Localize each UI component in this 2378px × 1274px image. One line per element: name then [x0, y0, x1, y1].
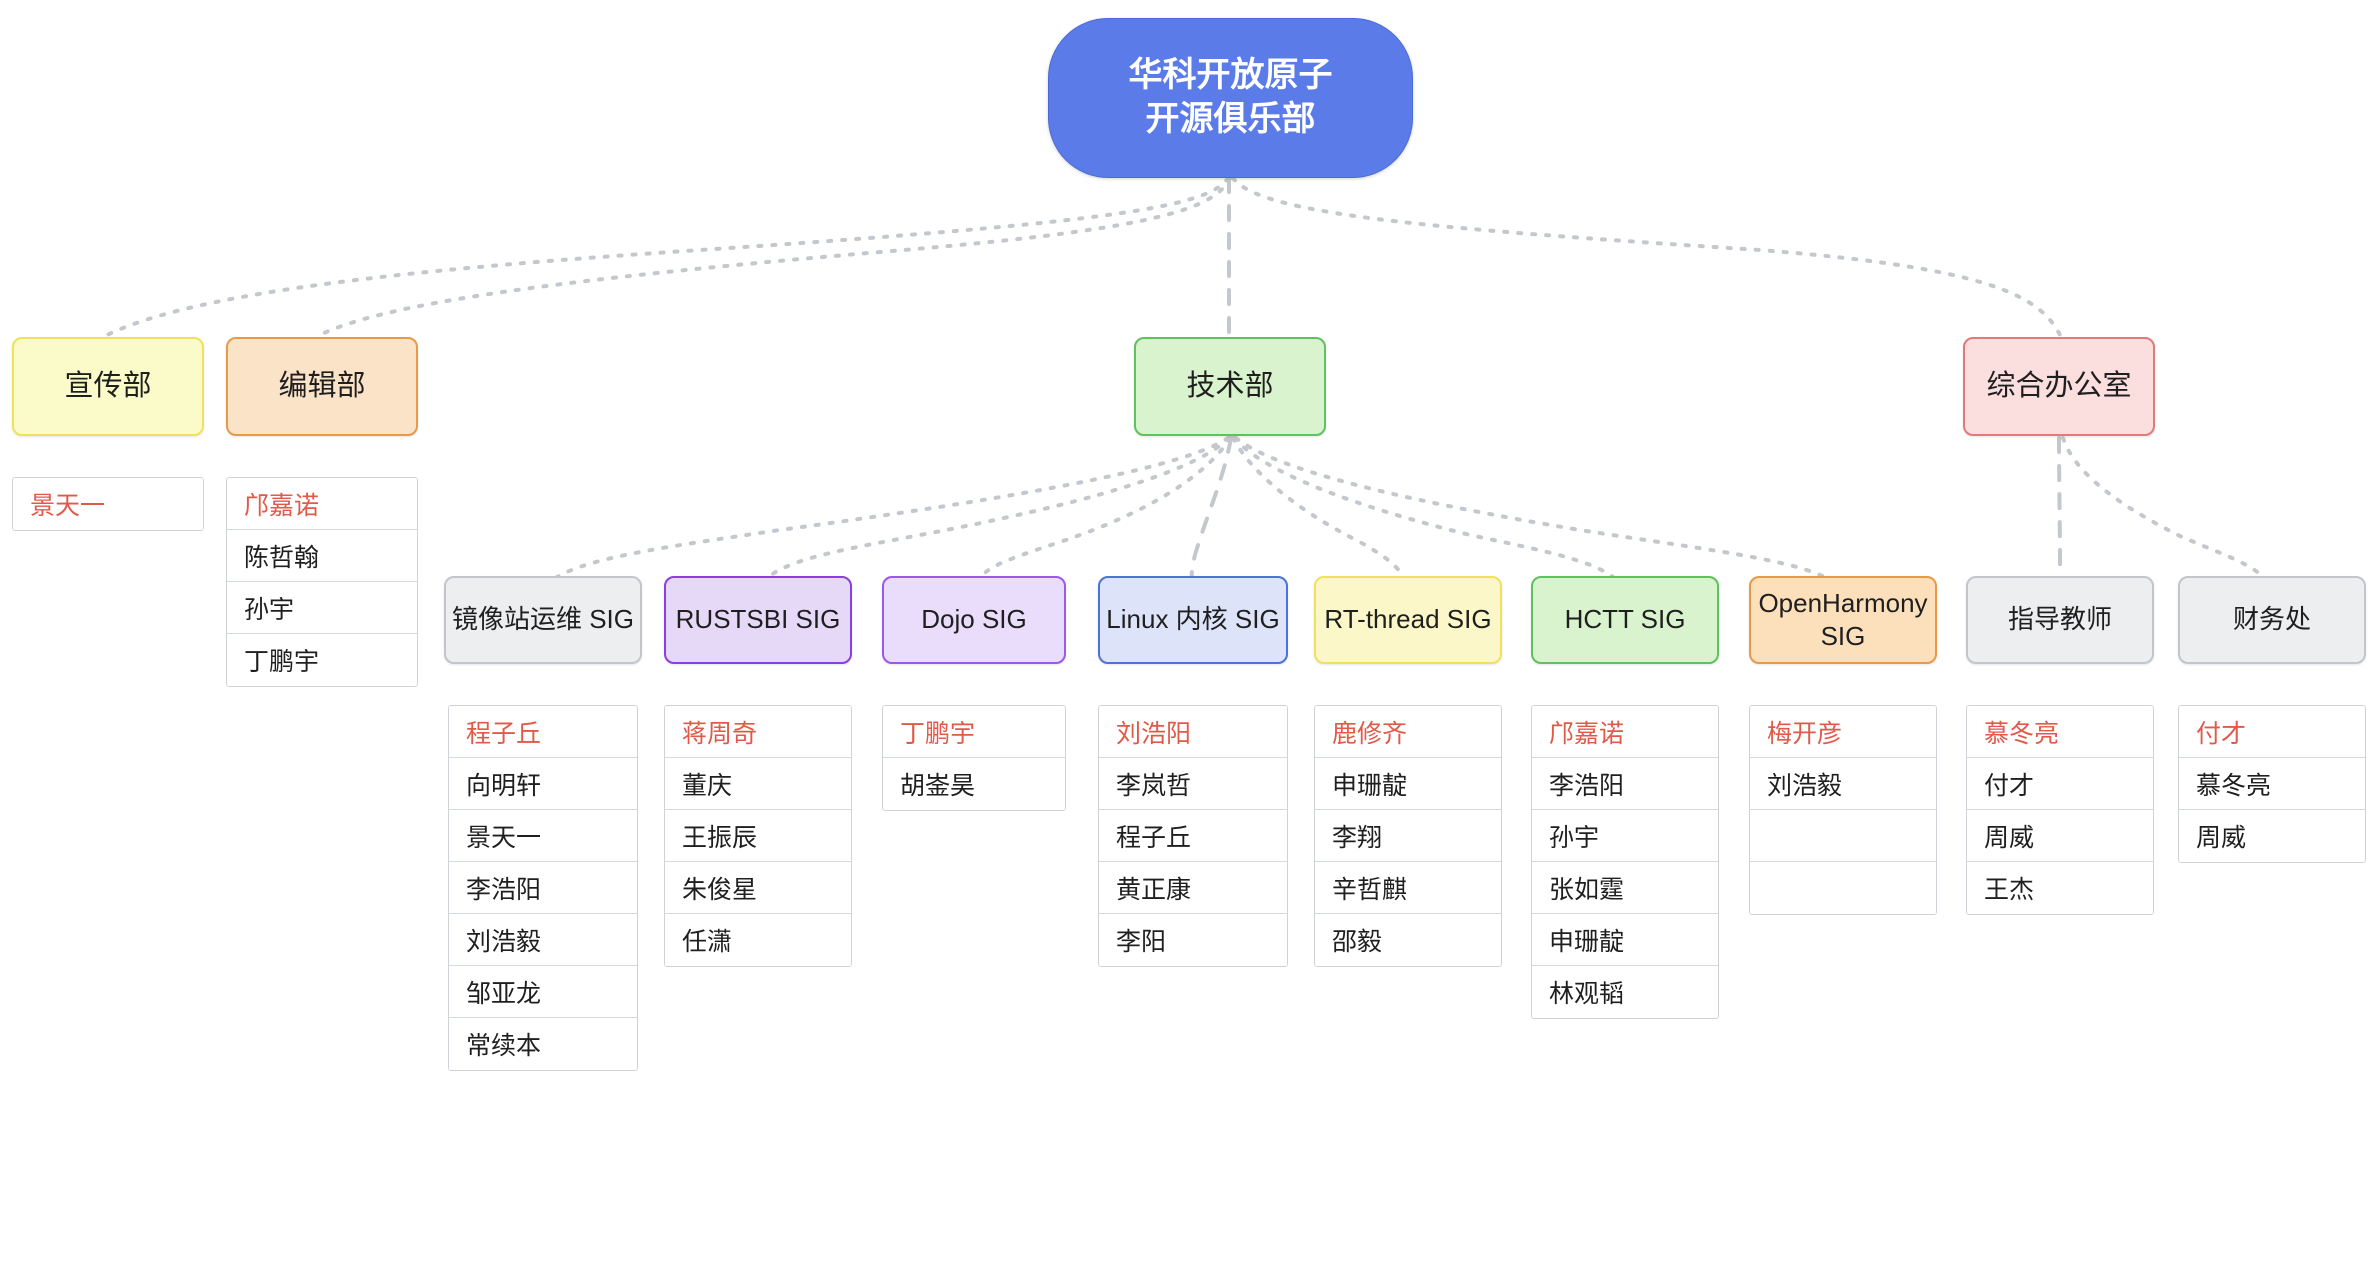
- node-department-bianji[interactable]: 编辑部: [226, 337, 418, 436]
- member-table-bianji: 邝嘉诺陈哲翰孙宇丁鹏宇: [226, 477, 418, 687]
- member-table-jingxiangzhan: 程子丘向明轩景天一李浩阳刘浩毅邹亚龙常续本: [448, 705, 638, 1071]
- node-label: 财务处: [2232, 604, 2311, 635]
- node-group-hctt[interactable]: HCTT SIG: [1531, 576, 1719, 664]
- member-row: 王杰: [1967, 862, 2153, 914]
- member-row: 申珊靛: [1532, 914, 1718, 966]
- node-root[interactable]: 华科开放原子 开源俱乐部: [1048, 18, 1413, 178]
- node-group-linux[interactable]: Linux 内核 SIG: [1098, 576, 1288, 664]
- member-row: 周威: [1967, 810, 2153, 862]
- member-row: [1750, 810, 1936, 862]
- member-row-lead: 蒋周奇: [665, 706, 851, 758]
- node-label: 镜像站运维 SIG: [451, 604, 634, 635]
- member-table-dojo: 丁鹏宇胡崟昊: [882, 705, 1066, 811]
- node-root-label-line1: 华科开放原子: [1128, 56, 1333, 95]
- edge-jishu-jingxiangzhan: [541, 436, 1230, 592]
- node-department-jishu[interactable]: 技术部: [1134, 337, 1326, 436]
- member-row: 陈哲翰: [227, 530, 417, 582]
- member-row: 刘浩毅: [449, 914, 637, 966]
- member-row-lead: 景天一: [13, 478, 203, 530]
- member-row: [1750, 862, 1936, 914]
- member-row: 李阳: [1099, 914, 1287, 966]
- member-row: 孙宇: [1532, 810, 1718, 862]
- node-group-rtthread[interactable]: RT-thread SIG: [1314, 576, 1502, 664]
- node-department-zonghe[interactable]: 综合办公室: [1963, 337, 2155, 436]
- member-row: 李浩阳: [449, 862, 637, 914]
- node-label: RT-thread SIG: [1324, 604, 1492, 635]
- member-row: 丁鹏宇: [227, 634, 417, 686]
- member-row-lead: 刘浩阳: [1099, 706, 1287, 758]
- member-table-rustsbi: 蒋周奇董庆王振辰朱俊星任潇: [664, 705, 852, 967]
- member-row-lead: 邝嘉诺: [1532, 706, 1718, 758]
- member-row: 程子丘: [1099, 810, 1287, 862]
- member-table-xuanchuan: 景天一: [12, 477, 204, 531]
- member-table-hctt: 邝嘉诺李浩阳孙宇张如霆申珊靛林观韬: [1531, 705, 1719, 1019]
- member-row: 慕冬亮: [2179, 758, 2365, 810]
- member-row: 孙宇: [227, 582, 417, 634]
- member-row: 任潇: [665, 914, 851, 966]
- member-row: 景天一: [449, 810, 637, 862]
- member-table-zhidaojiaoshi: 慕冬亮付才周威王杰: [1966, 705, 2154, 915]
- member-row: 邹亚龙: [449, 966, 637, 1018]
- edge-jishu-rustsbi: [756, 436, 1231, 592]
- member-row: 邵毅: [1315, 914, 1501, 966]
- member-row: 周威: [2179, 810, 2365, 862]
- node-label: Dojo SIG: [921, 604, 1027, 635]
- edge-root-bianji: [318, 176, 1232, 337]
- node-label: HCTT SIG: [1564, 604, 1686, 635]
- edge-jishu-dojo: [972, 436, 1232, 592]
- node-group-zhidaojiaoshi[interactable]: 指导教师: [1966, 576, 2154, 664]
- member-row: 常续本: [449, 1018, 637, 1070]
- member-row: 付才: [1967, 758, 2153, 810]
- member-row: 林观韬: [1532, 966, 1718, 1018]
- member-table-rtthread: 鹿修齐申珊靛李翔辛哲麒邵毅: [1314, 705, 1502, 967]
- node-label: 指导教师: [2007, 604, 2112, 635]
- node-label: 编辑部: [278, 369, 366, 402]
- node-group-caiwuchu[interactable]: 财务处: [2178, 576, 2366, 664]
- edge-jishu-linux: [1189, 436, 1233, 592]
- node-group-dojo[interactable]: Dojo SIG: [882, 576, 1066, 664]
- node-label: 综合办公室: [1986, 369, 2132, 402]
- node-group-openharmony[interactable]: OpenHarmony SIG: [1749, 576, 1937, 664]
- member-row-lead: 慕冬亮: [1967, 706, 2153, 758]
- node-group-jingxiangzhan[interactable]: 镜像站运维 SIG: [444, 576, 642, 664]
- member-table-openharmony: 梅开彦刘浩毅: [1749, 705, 1937, 915]
- member-row-lead: 鹿修齐: [1315, 706, 1501, 758]
- member-row: 李岚哲: [1099, 758, 1287, 810]
- member-row-lead: 梅开彦: [1750, 706, 1936, 758]
- node-root-label-line2: 开源俱乐部: [1145, 100, 1316, 138]
- member-row: 辛哲麒: [1315, 862, 1501, 914]
- member-row-lead: 程子丘: [449, 706, 637, 758]
- edge-root-xuanchuan: [105, 176, 1230, 337]
- member-row-lead: 丁鹏宇: [883, 706, 1065, 758]
- node-label: 宣传部: [64, 369, 152, 402]
- edge-root-zonghe: [1231, 176, 2062, 337]
- node-group-rustsbi[interactable]: RUSTSBI SIG: [664, 576, 852, 664]
- member-row-lead: 付才: [2179, 706, 2365, 758]
- node-label: RUSTSBI SIG: [675, 604, 841, 635]
- member-row: 申珊靛: [1315, 758, 1501, 810]
- edge-jishu-hctt: [1232, 436, 1627, 592]
- member-row: 张如霆: [1532, 862, 1718, 914]
- member-row: 李浩阳: [1532, 758, 1718, 810]
- member-row: 朱俊星: [665, 862, 851, 914]
- member-table-caiwuchu: 付才慕冬亮周威: [2178, 705, 2366, 863]
- member-row-lead: 邝嘉诺: [227, 478, 417, 530]
- node-label: OpenHarmony SIG: [1758, 587, 1928, 651]
- edge-jishu-openharmony: [1234, 436, 1844, 592]
- edge-zonghe-zhidaojiaoshi: [2057, 436, 2062, 592]
- node-department-xuanchuan[interactable]: 宣传部: [12, 337, 204, 436]
- member-row: 向明轩: [449, 758, 637, 810]
- member-row: 刘浩毅: [1750, 758, 1936, 810]
- member-row: 李翔: [1315, 810, 1501, 862]
- member-table-linux: 刘浩阳李岚哲程子丘黄正康李阳: [1098, 705, 1288, 967]
- member-row: 胡崟昊: [883, 758, 1065, 810]
- node-label: Linux 内核 SIG: [1106, 604, 1280, 635]
- member-row: 王振辰: [665, 810, 851, 862]
- member-row: 黄正康: [1099, 862, 1287, 914]
- edge-zonghe-caiwuchu: [2061, 436, 2274, 592]
- edge-jishu-rtthread: [1231, 436, 1410, 592]
- node-label: 技术部: [1186, 369, 1274, 402]
- member-row: 董庆: [665, 758, 851, 810]
